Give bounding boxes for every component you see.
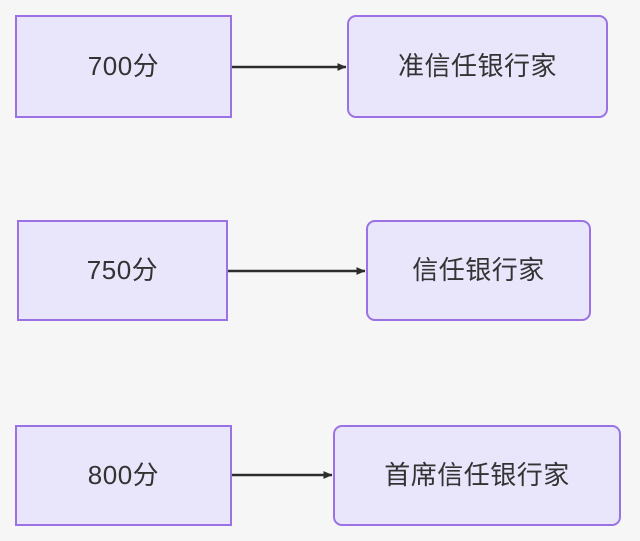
node-score-700[interactable]: 700分 [15, 15, 232, 118]
node-score-800[interactable]: 800分 [15, 425, 232, 526]
node-score-750[interactable]: 750分 [17, 220, 228, 321]
node-role-chief-trusted-banker[interactable]: 首席信任银行家 [333, 425, 621, 526]
node-role-trusted-banker[interactable]: 信任银行家 [366, 220, 591, 321]
node-role-associate-trusted-banker[interactable]: 准信任银行家 [347, 15, 608, 118]
